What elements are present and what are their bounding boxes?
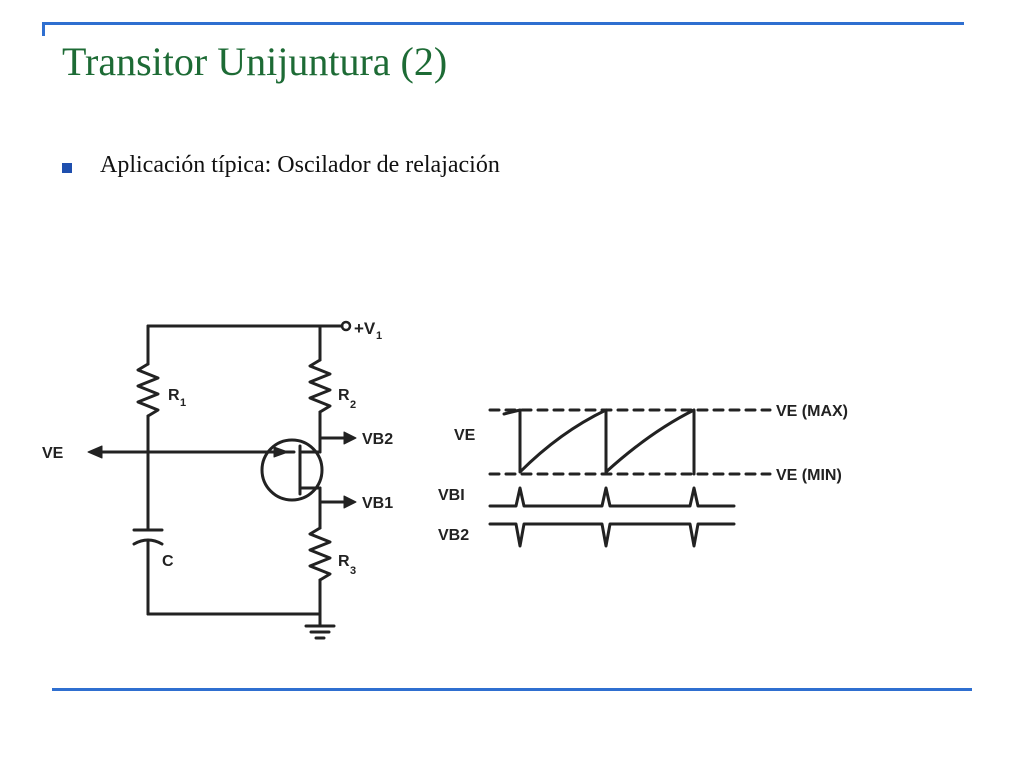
r2-resistor bbox=[308, 358, 332, 414]
supply-label: +V bbox=[354, 319, 376, 338]
vb1-waveform-label: VBI bbox=[438, 487, 465, 504]
slide-title: Transitor Unijuntura (2) bbox=[62, 39, 448, 84]
bullet-text: Aplicación típica: Oscilador de relajaci… bbox=[100, 152, 500, 178]
r3-resistor bbox=[308, 526, 332, 582]
supply-sub: 1 bbox=[376, 330, 382, 342]
top-rule-tick bbox=[42, 22, 45, 36]
vb1-output-label: VB1 bbox=[362, 495, 393, 512]
ve-sawtooth-waveform bbox=[502, 408, 696, 476]
top-rule bbox=[42, 22, 964, 25]
r3-sub: 3 bbox=[350, 565, 356, 577]
bottom-rule bbox=[52, 688, 972, 691]
square-bullet-icon bbox=[62, 162, 72, 173]
ve-waveform-label: VE bbox=[454, 427, 476, 444]
r2-sub: 2 bbox=[350, 399, 356, 411]
ve-output-label: VE bbox=[42, 445, 64, 462]
circuit-schematic bbox=[87, 320, 357, 640]
ve-max-label: VE (MAX) bbox=[776, 403, 848, 420]
waveforms bbox=[488, 408, 772, 548]
ujt-transistor-symbol bbox=[260, 438, 324, 502]
ve-min-label: VE (MIN) bbox=[776, 467, 842, 484]
r1-sub: 1 bbox=[180, 397, 186, 409]
ujt-relaxation-oscillator-diagram: +V 1 R 1 R 2 R 3 C VE VB2 VB1 VE VBI VB2… bbox=[42, 319, 848, 640]
r2-label: R bbox=[338, 387, 350, 404]
capacitor-label: C bbox=[162, 553, 174, 570]
capacitor-plate-bottom bbox=[132, 538, 164, 546]
vb2-waveform-label: VB2 bbox=[438, 527, 469, 544]
r1-resistor bbox=[136, 362, 160, 418]
bullet-item: Aplicación típica: Oscilador de relajaci… bbox=[62, 152, 500, 179]
r3-label: R bbox=[338, 553, 350, 570]
vb2-output-label: VB2 bbox=[362, 431, 393, 448]
vb1-pulse-waveform bbox=[488, 486, 736, 508]
r1-label: R bbox=[168, 387, 180, 404]
vb2-pulse-waveform bbox=[488, 522, 736, 548]
